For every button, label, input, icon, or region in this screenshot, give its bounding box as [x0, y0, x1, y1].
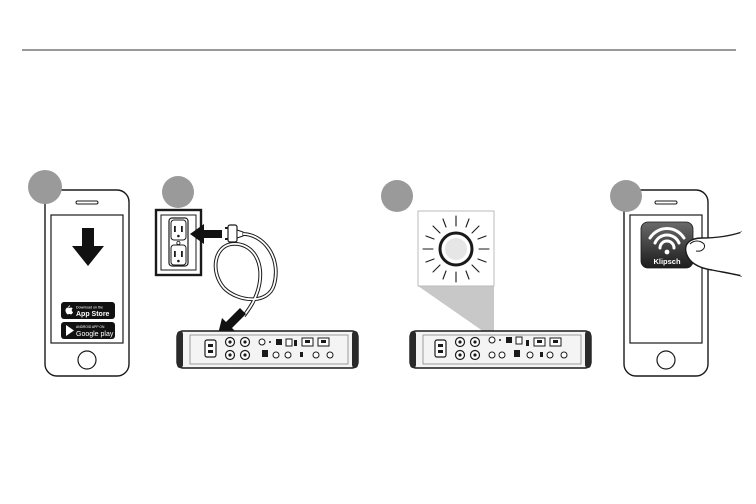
app-store-badge[interactable]: Download on the App Store	[61, 302, 115, 319]
phone-2-home-button	[657, 351, 675, 369]
app-icon-label: Klipsch	[653, 257, 681, 266]
step-1-circle	[28, 170, 62, 204]
device-back-panel-2	[410, 331, 591, 368]
klipsch-app-icon[interactable]: Klipsch	[641, 222, 693, 268]
google-play-small-text: ANDROID APP ON	[76, 325, 105, 329]
step-4-circle	[610, 180, 642, 212]
zoom-beam	[418, 286, 494, 336]
app-store-small-text: Download on the	[76, 306, 103, 310]
device-plug-arrow-icon	[218, 308, 246, 334]
google-play-badge[interactable]: ANDROID APP ON Google play	[61, 322, 115, 339]
app-store-big-text: App Store	[76, 311, 110, 318]
power-plug-icon	[225, 225, 243, 242]
google-play-big-text: Google play	[76, 331, 114, 338]
phone-1-home-button	[78, 351, 96, 369]
step-4-open-app: Klipsch	[610, 180, 742, 376]
step-3-circle	[381, 180, 413, 212]
device-back-panel-1	[177, 331, 358, 368]
led-inner	[445, 238, 467, 260]
step-1-download: Download on the App Store ANDROID APP ON…	[28, 170, 129, 376]
status-led-icon	[259, 339, 265, 345]
step-3-led	[381, 180, 591, 368]
step-2-power	[156, 176, 358, 368]
step-2-circle	[162, 176, 194, 208]
